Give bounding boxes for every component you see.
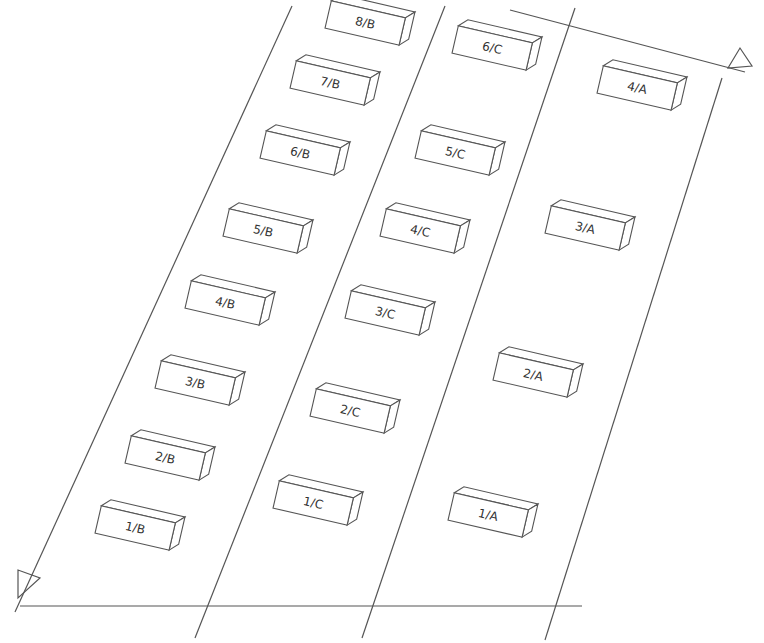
block-box: 5/C <box>415 123 505 177</box>
block-box: 6/B <box>260 123 350 177</box>
block-box: 4/B <box>185 273 275 327</box>
block-box: 4/C <box>380 201 470 255</box>
block-box: 3/C <box>345 283 435 337</box>
block-box: 1/C <box>273 473 363 527</box>
block-box: 2/C <box>310 381 400 435</box>
block-box: 2/B <box>125 428 215 482</box>
block-box: 4/A <box>597 58 687 112</box>
lane-line <box>545 78 722 640</box>
block-box: 3/A <box>545 198 635 252</box>
flag-marker <box>18 570 40 598</box>
block-box: 2/A <box>493 345 583 399</box>
block-box: 1/B <box>95 498 185 552</box>
block-box: 8/B <box>325 0 415 47</box>
block-box: 3/B <box>155 353 245 407</box>
block-box: 1/A <box>448 485 538 539</box>
lane-line <box>195 6 445 638</box>
flag-marker <box>728 48 752 68</box>
base-line <box>20 605 582 606</box>
lane-line <box>15 6 292 612</box>
block-box: 7/B <box>290 53 380 107</box>
block-box: 6/C <box>452 18 542 72</box>
block-box: 5/B <box>223 201 313 255</box>
